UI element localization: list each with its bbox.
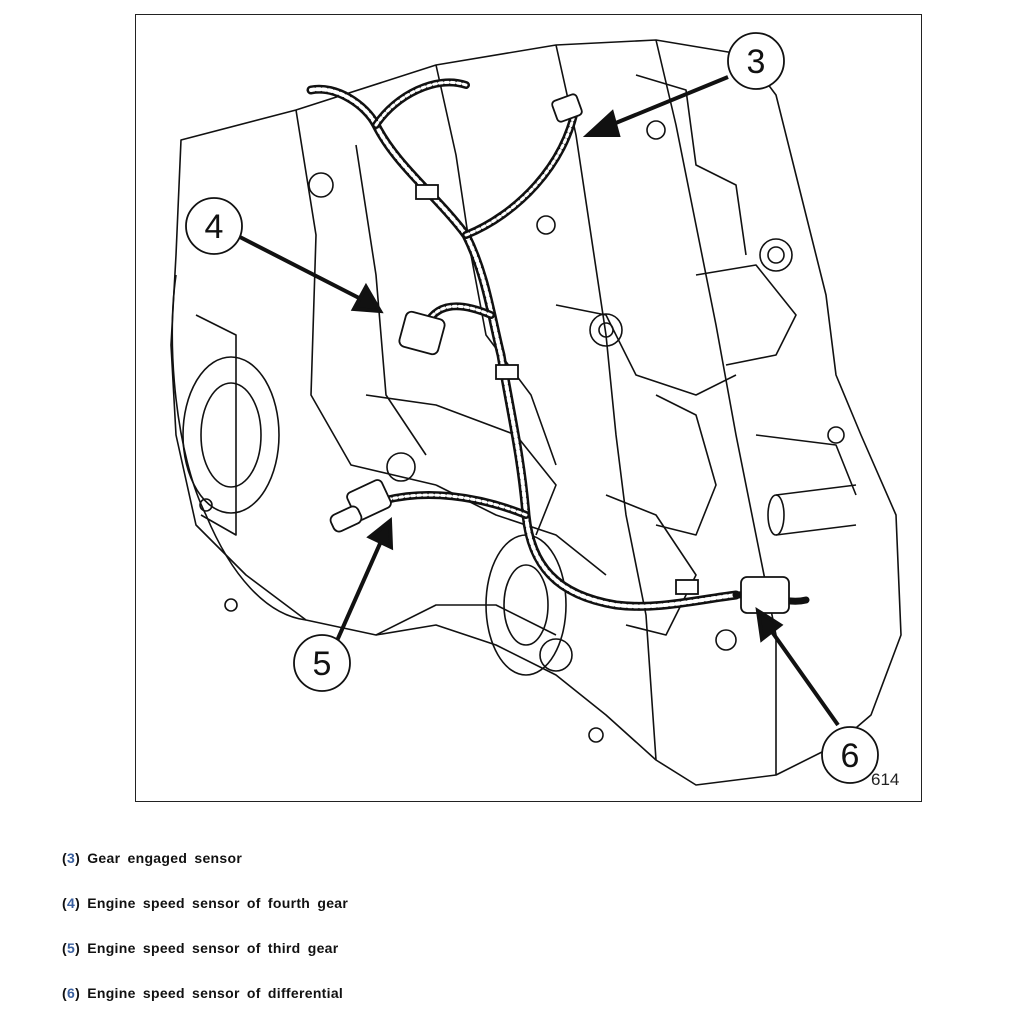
callout-3: 3: [727, 32, 785, 90]
figure-id-label: 614: [871, 770, 899, 789]
callout-6: 6: [821, 726, 879, 784]
gearbox-diagram-frame: 3 4 5 6 614: [135, 14, 922, 802]
legend: (3) Gear engaged sensor (4) Engine speed…: [62, 850, 762, 1030]
gearbox-housing: [170, 39, 902, 786]
legend-item-6: (6) Engine speed sensor of differential: [62, 985, 344, 1001]
legend-number: 6: [66, 985, 76, 1001]
callout-4: 4: [185, 197, 243, 255]
callout-5: 5: [293, 634, 351, 692]
legend-number: 3: [66, 850, 76, 866]
svg-text:4: 4: [205, 208, 224, 246]
legend-item-4: (4) Engine speed sensor of fourth gear: [62, 895, 349, 911]
sensor-connectors: [329, 93, 790, 614]
legend-text: Engine speed sensor of differential: [87, 985, 344, 1001]
legend-text: Gear engaged sensor: [87, 850, 243, 866]
legend-text: Engine speed sensor of fourth gear: [87, 895, 349, 911]
legend-number: 4: [66, 895, 76, 911]
legend-text: Engine speed sensor of third gear: [87, 940, 339, 956]
legend-item-3: (3) Gear engaged sensor: [62, 850, 243, 866]
svg-text:6: 6: [841, 737, 860, 775]
legend-item-5: (5) Engine speed sensor of third gear: [62, 940, 339, 956]
legend-number: 5: [66, 940, 76, 956]
gearbox-diagram: 3 4 5 6 614: [170, 32, 902, 789]
svg-text:3: 3: [747, 43, 766, 81]
callout-arrows: [235, 75, 840, 727]
svg-text:5: 5: [313, 645, 332, 683]
